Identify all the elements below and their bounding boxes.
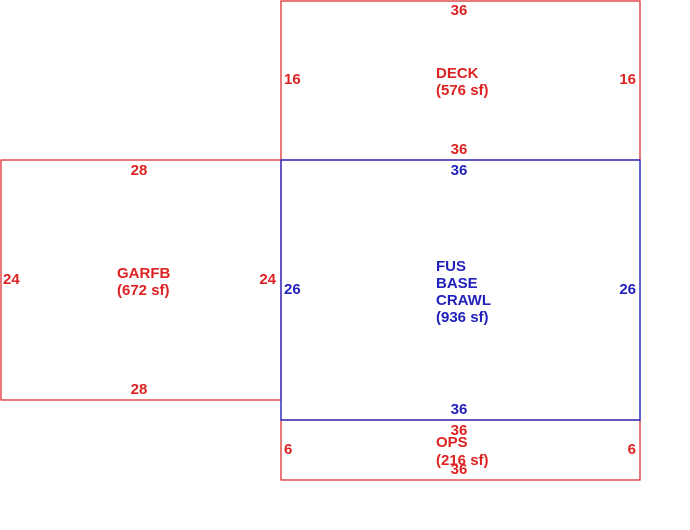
garfb-top-dimension: 28: [131, 162, 148, 179]
deck-name: DECK: [436, 65, 479, 82]
deck-right-dimension: 16: [619, 71, 636, 88]
deck-left-dimension: 16: [284, 71, 301, 88]
main-top-dimension: 36: [451, 162, 468, 179]
main-area-value: (936 sf): [436, 309, 489, 326]
ops-right-dimension: 6: [628, 441, 636, 458]
garfb-right-dimension: 24: [259, 271, 276, 288]
ops-left-dimension: 6: [284, 441, 292, 458]
ops-area-value: (216 sf): [436, 452, 489, 469]
ops-name: OPS: [436, 434, 468, 451]
main-name-line1: FUS: [436, 258, 466, 275]
ops-bottom-dimension: 36: [451, 461, 468, 478]
ops-area: 36 36 6 6 OPS (216 sf): [280, 419, 641, 481]
main-area: 36 36 26 26 FUS BASE CRAWL (936 sf): [280, 159, 641, 421]
deck-top-dimension: 36: [451, 2, 468, 19]
garfb-bottom-dimension: 28: [131, 381, 148, 398]
main-bottom-dimension: 36: [451, 401, 468, 418]
ops-top-dimension: 36: [451, 422, 468, 439]
main-outline: [280, 159, 641, 421]
main-name-line3: CRAWL: [436, 292, 491, 309]
main-right-dimension: 26: [619, 281, 636, 298]
deck-area: 36 36 16 16 DECK (576 sf): [280, 0, 641, 161]
garfb-left-dimension: 24: [3, 271, 20, 288]
deck-area-value: (576 sf): [436, 82, 489, 99]
main-name-line2: BASE: [436, 275, 478, 292]
main-left-dimension: 26: [284, 281, 301, 298]
garfb-area-value: (672 sf): [117, 282, 170, 299]
garfb-name: GARFB: [117, 265, 170, 282]
deck-bottom-dimension: 36: [451, 141, 468, 158]
garfb-area: 28 28 24 24 GARFB (672 sf): [0, 159, 282, 401]
